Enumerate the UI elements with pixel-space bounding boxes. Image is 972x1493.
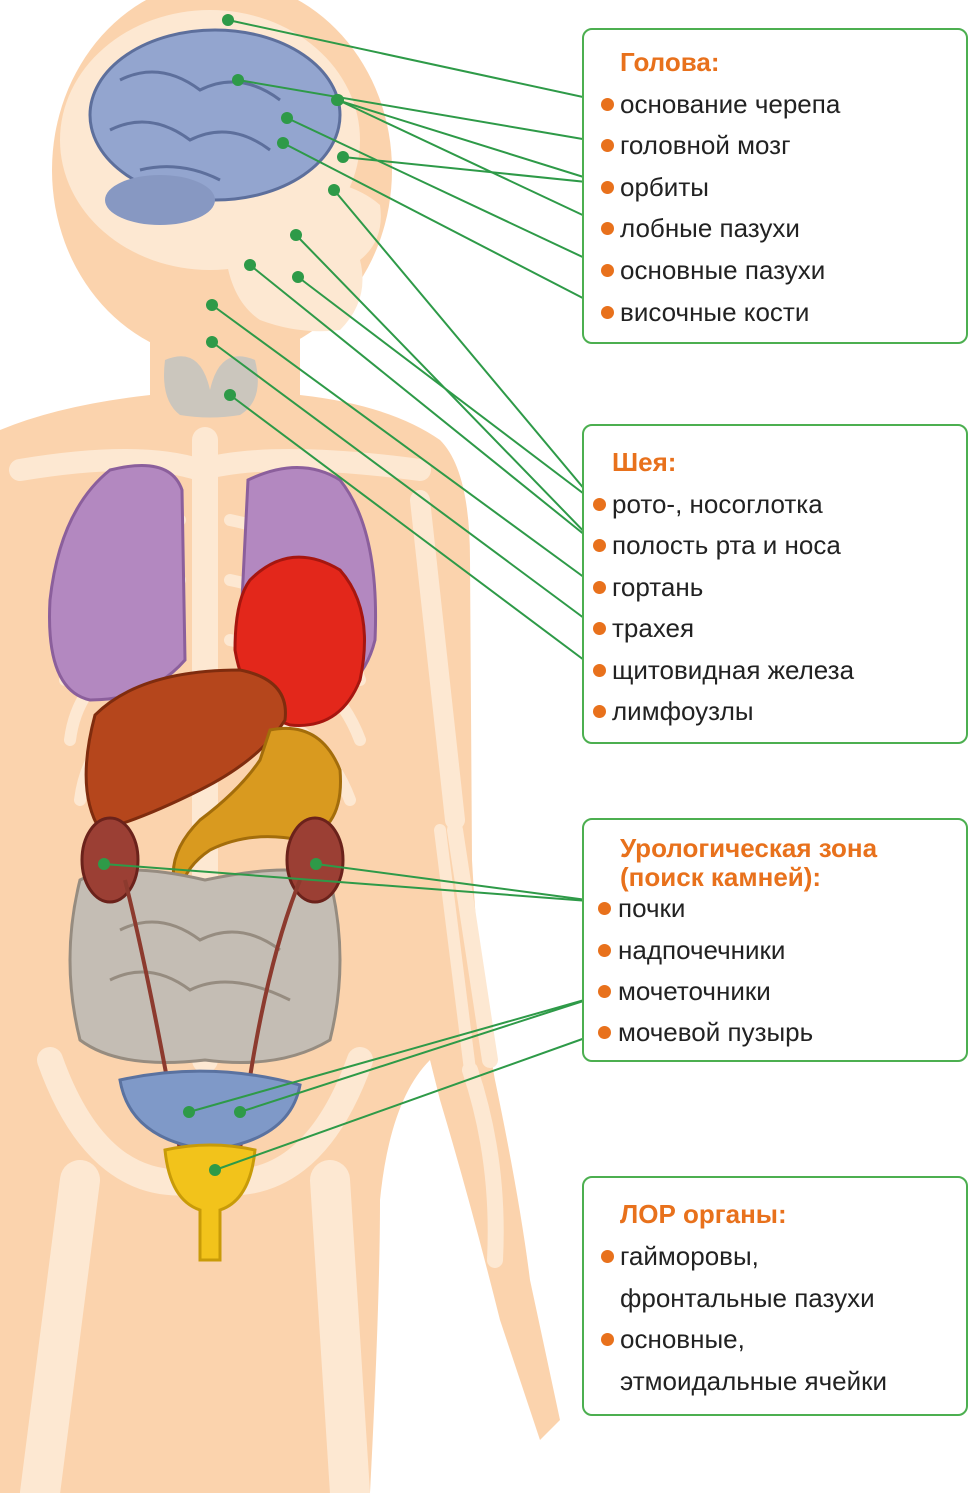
connector-line: [282, 142, 607, 311]
pelvis: [118, 1069, 302, 1152]
neck-item-thyroid: щитовидная железа: [612, 655, 855, 685]
bullet-icon: [598, 985, 611, 998]
connector-line: [229, 394, 597, 670]
connector-line: [315, 863, 603, 903]
head-item-brain: головной мозг: [620, 130, 791, 160]
bullet-icon: [601, 98, 614, 111]
organ-point: [281, 112, 293, 124]
head-item-orbits: орбиты: [620, 172, 709, 202]
head-box: Голова: основание черепа головной мозг о…: [582, 28, 968, 344]
neck-item-oral-nasal: полость рта и носа: [612, 530, 841, 560]
organ-point: [234, 1106, 246, 1118]
connector-line: [211, 341, 597, 628]
bullet-icon: [601, 306, 614, 319]
organ-point: [292, 271, 304, 283]
organ-point: [337, 151, 349, 163]
bullet-icon: [598, 1026, 611, 1039]
organ-point: [224, 389, 236, 401]
neck-item-lymph-nodes: лимфоузлы: [612, 696, 754, 726]
organ-point: [222, 14, 234, 26]
head-item-skull-base: основание черепа: [620, 89, 841, 119]
uro-item-adrenals: надпочечники: [618, 935, 786, 965]
connector-line: [211, 304, 597, 587]
head-box-title: Голова:: [620, 47, 720, 77]
bullet-icon: [593, 664, 606, 677]
bullet-icon: [593, 622, 606, 635]
connector-lines: [103, 19, 607, 1171]
bullet-icon: [598, 944, 611, 957]
organ-point: [98, 858, 110, 870]
bladder: [163, 1143, 257, 1262]
organ-point: [277, 137, 289, 149]
connector-line: [188, 994, 603, 1113]
lor-box: ЛОР органы: гайморовы, фронтальные пазух…: [582, 1176, 968, 1416]
neck-box-title: Шея:: [612, 447, 677, 477]
uro-box: Урологическая зона (поиск камней): почки…: [582, 818, 968, 1062]
uro-item-ureters: мочеточники: [618, 976, 771, 1006]
head-item-sphenoid-sinuses: основные пазухи: [620, 255, 826, 285]
bullet-icon: [593, 498, 606, 511]
connector-line: [342, 156, 607, 185]
organ-point: [290, 229, 302, 241]
connector-line: [227, 19, 607, 103]
bullet-icon: [601, 222, 614, 235]
bullet-icon: [601, 181, 614, 194]
uro-item-kidneys: почки: [618, 893, 686, 923]
organ-point: [206, 299, 218, 311]
bullet-icon: [593, 539, 606, 552]
neck-box: Шея: рото-, носоглотка полость рта и нос…: [582, 424, 968, 744]
lor-item-sphenoid: основные,: [620, 1324, 745, 1354]
lor-item-ethmoid: этмоидальные ячейки: [620, 1366, 888, 1396]
bullet-icon: [601, 1250, 614, 1263]
liver: [84, 668, 287, 832]
organ-points: [98, 14, 349, 1176]
uro-box-title: Урологическая зона (поиск камней):: [620, 833, 878, 892]
neck-item-larynx: гортань: [612, 572, 704, 602]
connector-line: [336, 99, 607, 185]
bullet-icon: [593, 581, 606, 594]
organ-point: [206, 336, 218, 348]
connector-line: [337, 99, 607, 227]
intestines: [68, 868, 342, 1064]
connector-line: [333, 189, 597, 504]
brain: [88, 28, 342, 225]
lor-box-title: ЛОР органы:: [620, 1199, 787, 1229]
connector-line: [249, 264, 597, 545]
organ-point: [232, 74, 244, 86]
neck-item-pharynx: рото-, носоглотка: [612, 489, 823, 519]
connector-line: [286, 117, 607, 269]
bullet-icon: [601, 139, 614, 152]
organ-point: [244, 259, 256, 271]
organ-point: [310, 858, 322, 870]
bullet-icon: [598, 902, 611, 915]
thyroid: [164, 356, 258, 418]
organ-point: [183, 1106, 195, 1118]
lor-item-frontal: фронтальные пазухи: [620, 1283, 875, 1313]
stomach: [171, 726, 342, 901]
bullet-icon: [601, 264, 614, 277]
lor-item-maxillary: гайморовы,: [620, 1241, 759, 1271]
connector-line: [237, 79, 607, 144]
head-item-temporal-bones: височные кости: [620, 297, 810, 327]
bullet-icon: [601, 1333, 614, 1346]
organ-point: [209, 1164, 221, 1176]
uro-item-bladder: мочевой пузырь: [618, 1017, 814, 1047]
head-item-frontal-sinuses: лобные пазухи: [620, 213, 800, 243]
bullet-icon: [593, 705, 606, 718]
connector-line: [214, 1031, 603, 1171]
organ-point: [328, 184, 340, 196]
connector-line: [297, 276, 597, 504]
neck-item-trachea: трахея: [612, 613, 695, 643]
connector-line: [103, 863, 603, 903]
organ-point: [331, 94, 343, 106]
connector-line: [239, 994, 603, 1113]
